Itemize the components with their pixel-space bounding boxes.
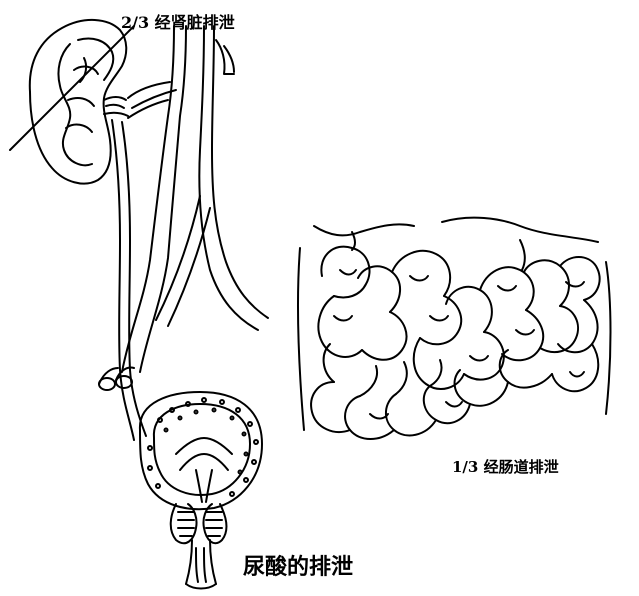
- great-vessels: [99, 26, 268, 390]
- kidney-excretion-label: 2/3 经肾脏排泄: [121, 9, 235, 33]
- ureter: [112, 120, 146, 440]
- figure-title: 尿酸的排泄: [243, 549, 353, 581]
- intestines-illustration: [298, 218, 611, 439]
- intestine-excretion-label: 1/3 经肠道排泄: [452, 456, 559, 477]
- kidney-illustration: [10, 20, 134, 184]
